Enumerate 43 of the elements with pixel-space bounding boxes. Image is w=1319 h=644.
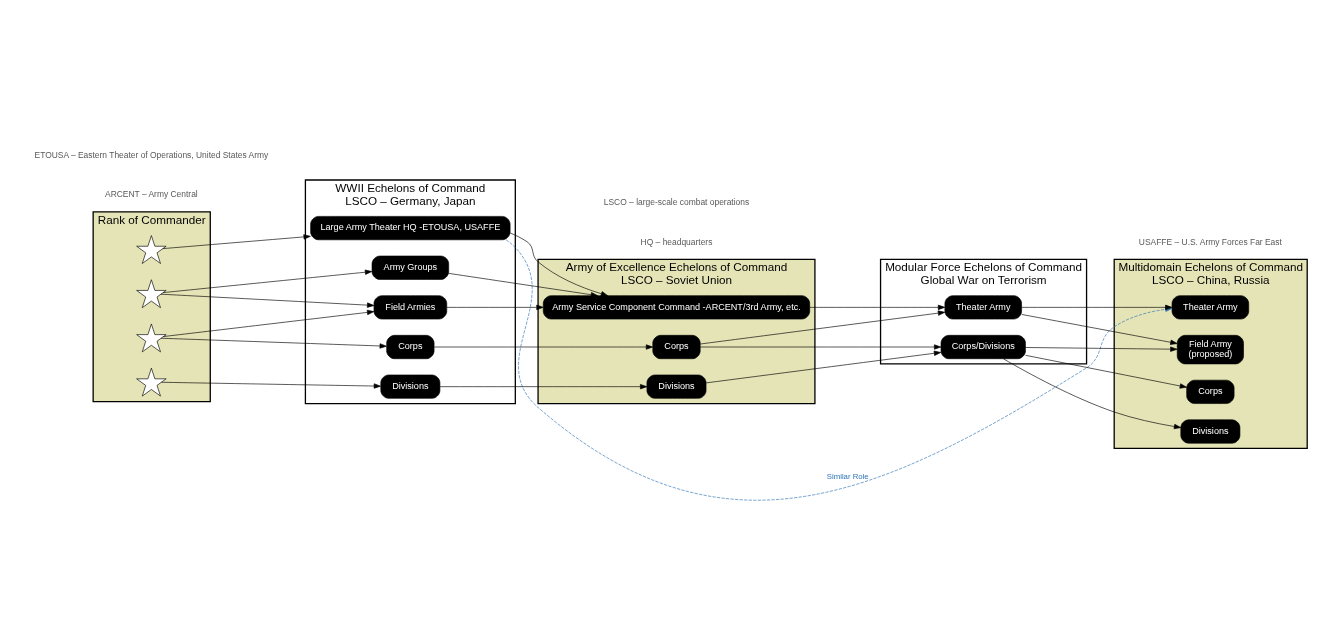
node-star bbox=[136, 279, 167, 309]
arrow bbox=[700, 344, 942, 350]
arrow bbox=[446, 304, 544, 310]
arrow bbox=[160, 337, 387, 349]
node-box: Theater Army bbox=[944, 295, 1022, 320]
arrow bbox=[1025, 354, 1187, 389]
label: USAFFE – U.S. Army Forces Far East bbox=[1138, 236, 1282, 247]
node-box: Corps bbox=[652, 335, 701, 360]
node-box: Divisions bbox=[646, 374, 707, 399]
node-box: Large Army Theater HQ -ETOUSA, USAFFE bbox=[310, 216, 511, 241]
arrow bbox=[162, 269, 373, 293]
arrow bbox=[161, 381, 381, 389]
label: LSCO – large-scale combat operations bbox=[603, 196, 750, 207]
arrow bbox=[1003, 358, 1182, 430]
node-box: Corps bbox=[1186, 379, 1235, 404]
node-box: Divisions bbox=[380, 374, 441, 399]
node-box: Army Groups bbox=[371, 255, 450, 280]
arrow bbox=[433, 344, 654, 350]
node-box: Army Service Component Command -ARCENT/3rd Army, etc. bbox=[542, 295, 811, 320]
arrow bbox=[509, 232, 608, 297]
arrow bbox=[160, 293, 375, 308]
node-box: Corps/Divisions bbox=[940, 335, 1026, 360]
arrow bbox=[448, 273, 598, 298]
node-box: Field Army (proposed) bbox=[1176, 335, 1244, 365]
node-box: Divisions bbox=[1180, 419, 1241, 444]
node-star bbox=[136, 235, 167, 264]
arrow bbox=[705, 350, 942, 384]
arrow bbox=[700, 310, 946, 345]
node-star bbox=[136, 323, 167, 353]
arrow bbox=[162, 234, 311, 249]
cluster: Rank of Commander bbox=[92, 211, 211, 403]
node-box: Field Armies bbox=[373, 295, 448, 320]
label: ETOUSA – Eastern Theater of Operations, United States Army bbox=[34, 149, 269, 160]
label: ARCENT – Army Central bbox=[105, 189, 198, 200]
arrow bbox=[809, 304, 946, 310]
arrow bbox=[439, 384, 648, 390]
node-box: Theater Army bbox=[1171, 295, 1250, 320]
node-star bbox=[136, 367, 167, 397]
arrow bbox=[163, 309, 375, 337]
arrow bbox=[1025, 346, 1178, 352]
node-box: Corps bbox=[386, 335, 435, 360]
label: HQ – headquarters bbox=[640, 236, 713, 247]
arrow bbox=[1021, 314, 1178, 345]
